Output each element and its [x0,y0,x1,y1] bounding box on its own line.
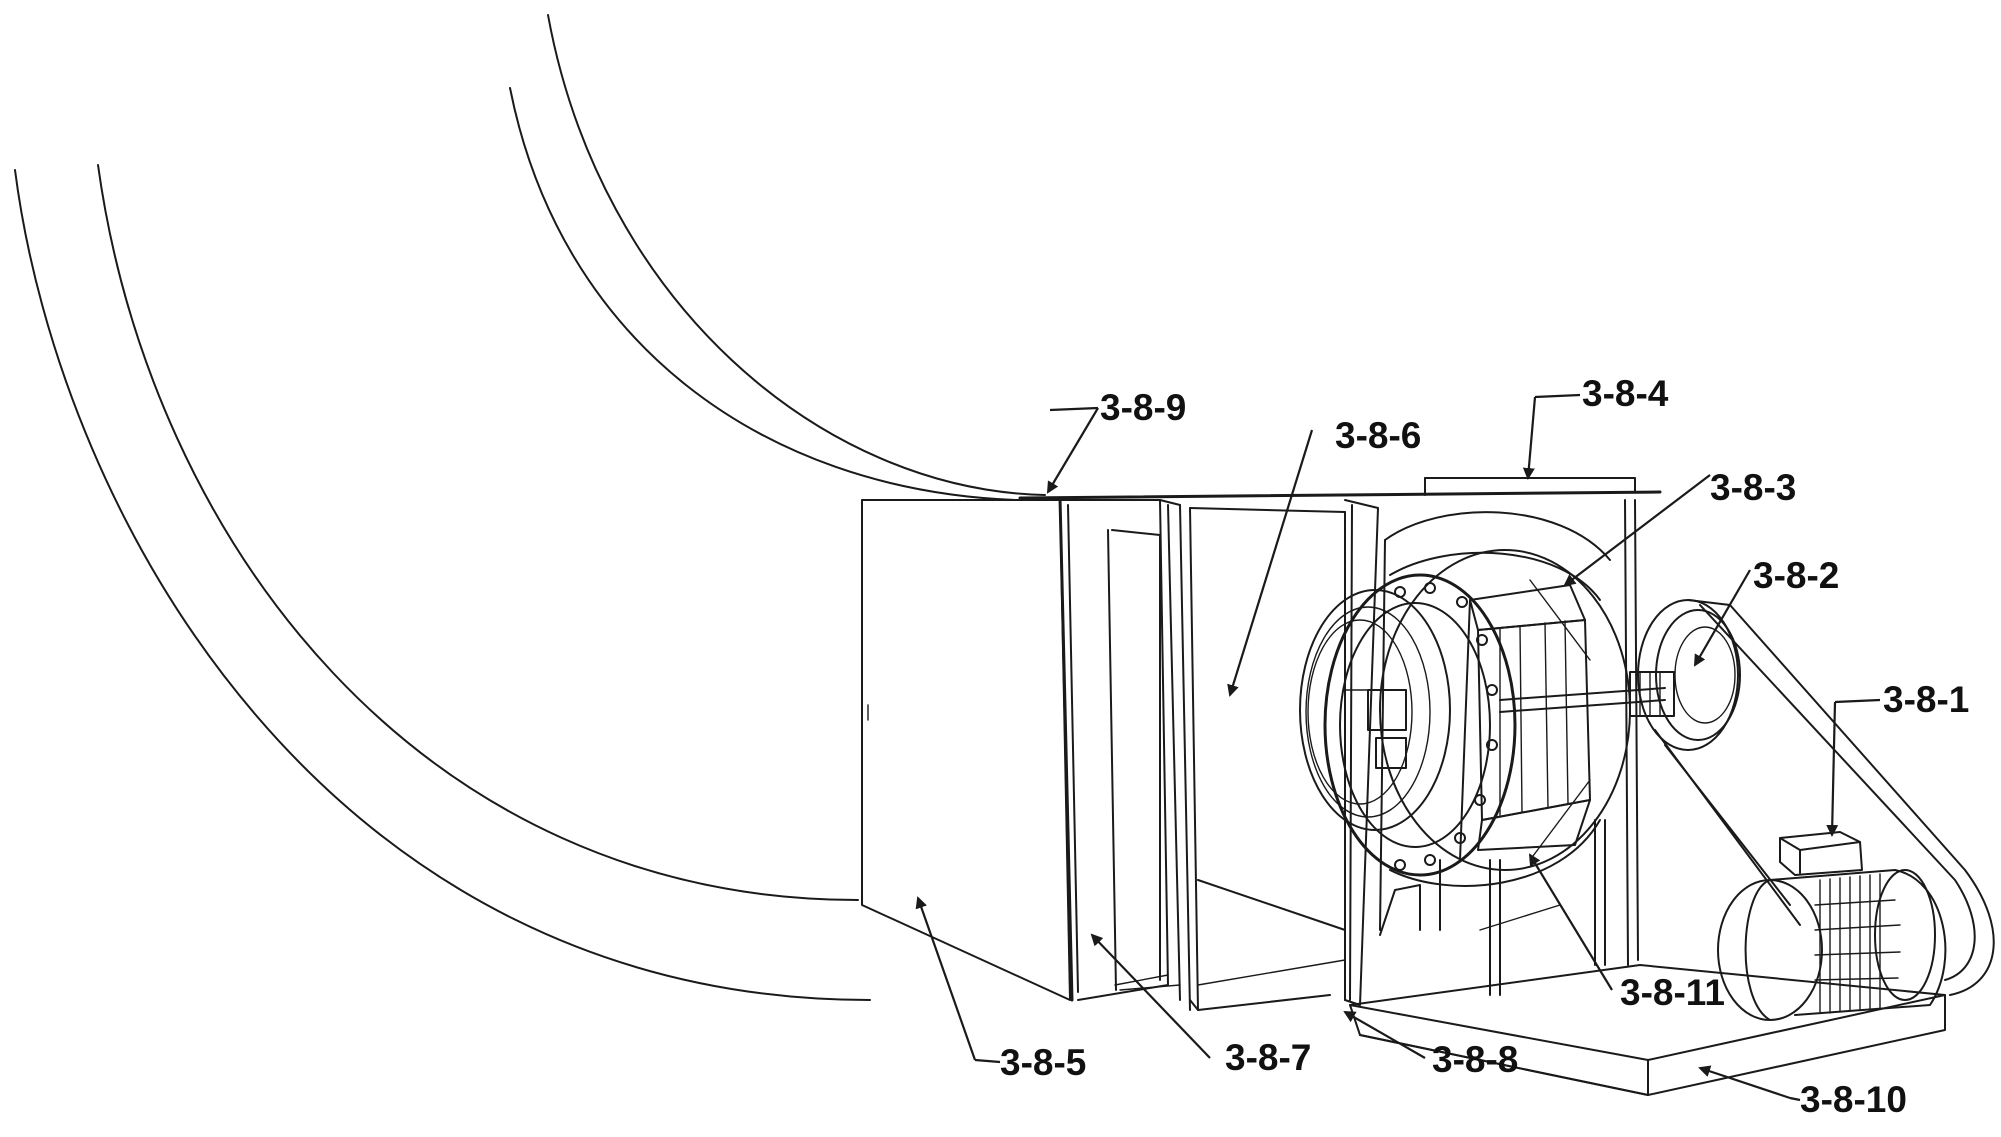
label-3-8-6: 3-8-6 [1335,415,1421,456]
callout-3-8-9: 3-8-9 [1046,387,1186,494]
callout-3-8-11: 3-8-11 [1528,853,1725,1013]
pulley [1637,599,1741,751]
label-3-8-4: 3-8-4 [1582,373,1669,414]
curved-duct [14,14,1046,1001]
motor [1717,831,1947,1021]
support-frame [1379,499,1639,996]
callout-3-8-4: 3-8-4 [1522,373,1669,480]
callout-3-8-7: 3-8-7 [1090,933,1311,1078]
fan-housing [1299,511,1631,931]
label-3-8-3: 3-8-3 [1710,467,1796,508]
label-3-8-11: 3-8-11 [1620,972,1725,1013]
callout-3-8-8: 3-8-8 [1343,1011,1518,1080]
base-plate [1349,964,1946,1096]
callout-3-8-10: 3-8-10 [1698,1065,1907,1120]
callout-3-8-6: 3-8-6 [1227,415,1421,697]
drive-belt [1654,599,1995,996]
callout-3-8-2: 3-8-2 [1693,555,1839,667]
filter-frame [1058,496,1191,1011]
callout-3-8-1: 3-8-1 [1826,679,1969,837]
label-3-8-9: 3-8-9 [1100,387,1186,428]
drive-shaft [1499,671,1675,717]
callout-3-8-3: 3-8-3 [1563,467,1796,587]
label-3-8-5: 3-8-5 [1000,1042,1086,1083]
label-3-8-2: 3-8-2 [1753,555,1839,596]
label-3-8-10: 3-8-10 [1800,1079,1907,1120]
connecting-duct [1018,490,1662,1011]
callout-3-8-5: 3-8-5 [915,896,1086,1083]
impeller [1459,579,1591,861]
label-3-8-7: 3-8-7 [1225,1037,1311,1078]
duct-end-section [861,499,1071,1001]
callouts: 3-8-9 3-8-6 3-8-4 3-8-3 3-8-2 3-8-1 [915,373,1969,1120]
damper-plate [1344,499,1379,1006]
top-outlet [1424,477,1636,496]
label-3-8-1: 3-8-1 [1883,679,1969,720]
label-3-8-8: 3-8-8 [1432,1039,1518,1080]
